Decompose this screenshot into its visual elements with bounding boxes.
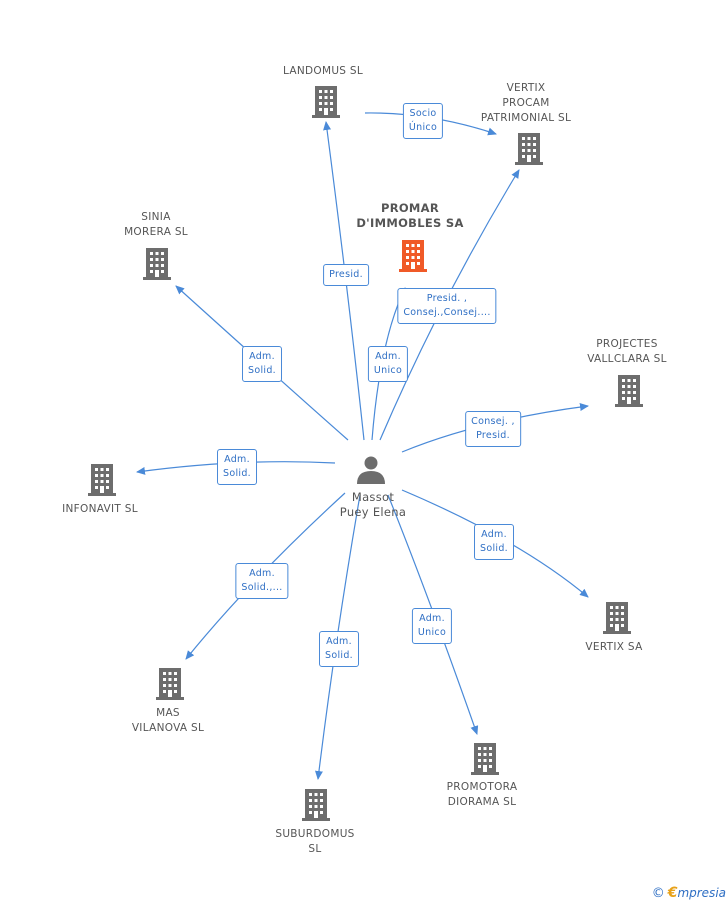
company-label-vertix-sa[interactable]: VERTIX SA bbox=[585, 641, 643, 653]
building-icon[interactable] bbox=[615, 375, 643, 407]
relation-badge-sinia[interactable]: Adm. Solid. bbox=[242, 346, 282, 382]
relation-badge-projectes[interactable]: Consej. , Presid. bbox=[465, 411, 521, 447]
relation-badge-landomus[interactable]: Presid. bbox=[323, 264, 369, 286]
building-icon[interactable] bbox=[471, 743, 499, 775]
relation-badge-promotora[interactable]: Adm. Unico bbox=[411, 608, 453, 644]
person-icon[interactable] bbox=[357, 456, 385, 485]
empresia-watermark[interactable]: ©€mpresia bbox=[652, 885, 726, 901]
brand-name: mpresia bbox=[677, 886, 726, 900]
relation-badge-mas-vilanova[interactable]: Adm. Solid.,... bbox=[235, 563, 289, 599]
building-icon[interactable] bbox=[603, 602, 631, 634]
building-icon[interactable] bbox=[88, 464, 116, 496]
relation-badge-vertix-procam[interactable]: Presid. , Consej.,Consej.... bbox=[397, 288, 497, 324]
building-icon[interactable] bbox=[515, 133, 543, 165]
company-label-mas-vilanova[interactable]: MAS VILANOVA SL bbox=[131, 707, 205, 734]
building-icon[interactable] bbox=[156, 668, 184, 700]
company-label-projectes-vallclara[interactable]: PROJECTES VALLCLARA SL bbox=[587, 338, 667, 365]
copyright-symbol: © bbox=[651, 886, 665, 901]
relation-badge-vertix-sa[interactable]: Adm. Solid. bbox=[474, 524, 514, 560]
focus-building-icon[interactable] bbox=[399, 240, 427, 272]
building-icon[interactable] bbox=[312, 86, 340, 118]
focus-company-label[interactable]: PROMAR D'IMMOBLES SA bbox=[356, 201, 464, 230]
relation-badge-focus[interactable]: Adm. Unico bbox=[367, 346, 409, 382]
company-label-sinia-morera[interactable]: SINIA MORERA SL bbox=[124, 211, 188, 238]
brand-initial: € bbox=[667, 885, 678, 901]
company-label-vertix-procam[interactable]: VERTIX PROCAM PATRIMONIAL SL bbox=[480, 82, 572, 124]
company-label-landomus[interactable]: LANDOMUS SL bbox=[282, 65, 364, 77]
company-label-suburdomus[interactable]: SUBURDOMUS SL bbox=[275, 828, 355, 855]
building-icon[interactable] bbox=[302, 789, 330, 821]
relation-badge-infonavit[interactable]: Adm. Solid. bbox=[217, 449, 257, 485]
relation-badge-suburdomus[interactable]: Adm. Solid. bbox=[319, 631, 359, 667]
building-icon[interactable] bbox=[143, 248, 171, 280]
company-label-promotora-diorama[interactable]: PROMOTORA DIORAMA SL bbox=[446, 781, 518, 808]
company-label-infonavit[interactable]: INFONAVIT SL bbox=[62, 503, 138, 515]
person-label[interactable]: Massot Puey Elena bbox=[339, 490, 407, 519]
edge-promotora bbox=[387, 494, 479, 735]
relation-badge-landomus-vertix[interactable]: Socio Único bbox=[402, 103, 444, 139]
